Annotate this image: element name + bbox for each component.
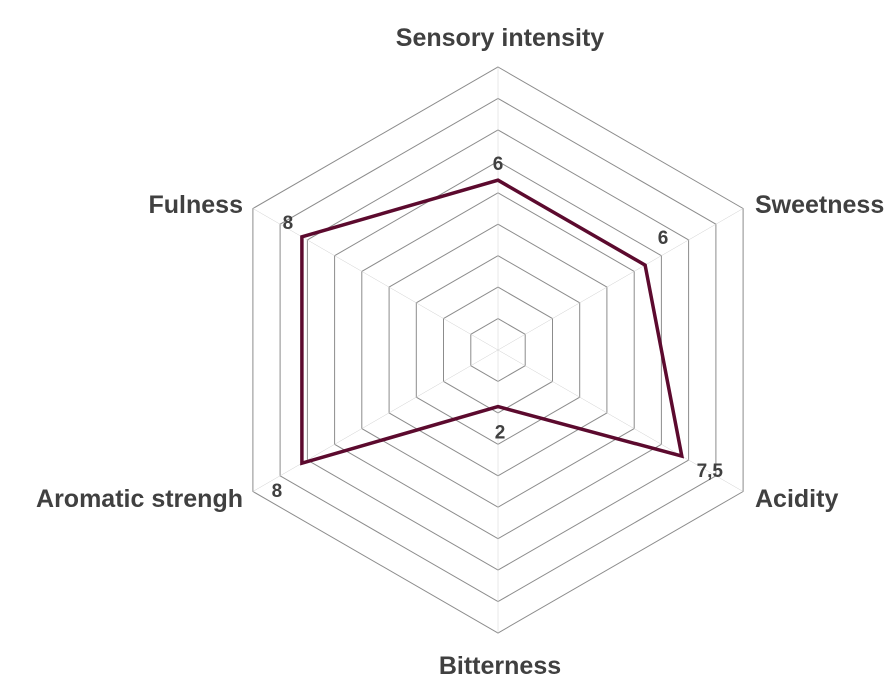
radar-series	[300, 178, 685, 466]
radar-spokes	[252, 67, 744, 633]
axis-label: Bitterness	[439, 652, 561, 680]
axis-spoke	[252, 349, 499, 492]
axis-spoke	[497, 349, 744, 492]
data-label: 8	[283, 213, 294, 234]
axis-spoke	[497, 208, 744, 351]
data-label: 2	[495, 423, 506, 444]
axis-spoke	[252, 208, 499, 351]
data-label: 8	[272, 481, 283, 502]
axis-label: Sweetness	[755, 191, 884, 219]
axis-label: Sensory intensity	[396, 24, 604, 52]
data-label: 6	[493, 154, 504, 175]
data-label: 7,5	[697, 461, 724, 482]
axis-label: Aromatic strengh	[36, 485, 243, 513]
axis-label: Fulness	[149, 191, 243, 219]
axis-label: Acidity	[755, 485, 838, 513]
data-labels: 6 6 7,5 2 8 8	[272, 154, 724, 502]
axis-labels: Sensory intensitySweetnessAcidityBittern…	[36, 24, 884, 680]
series-line	[300, 178, 685, 466]
data-label: 6	[658, 228, 669, 249]
